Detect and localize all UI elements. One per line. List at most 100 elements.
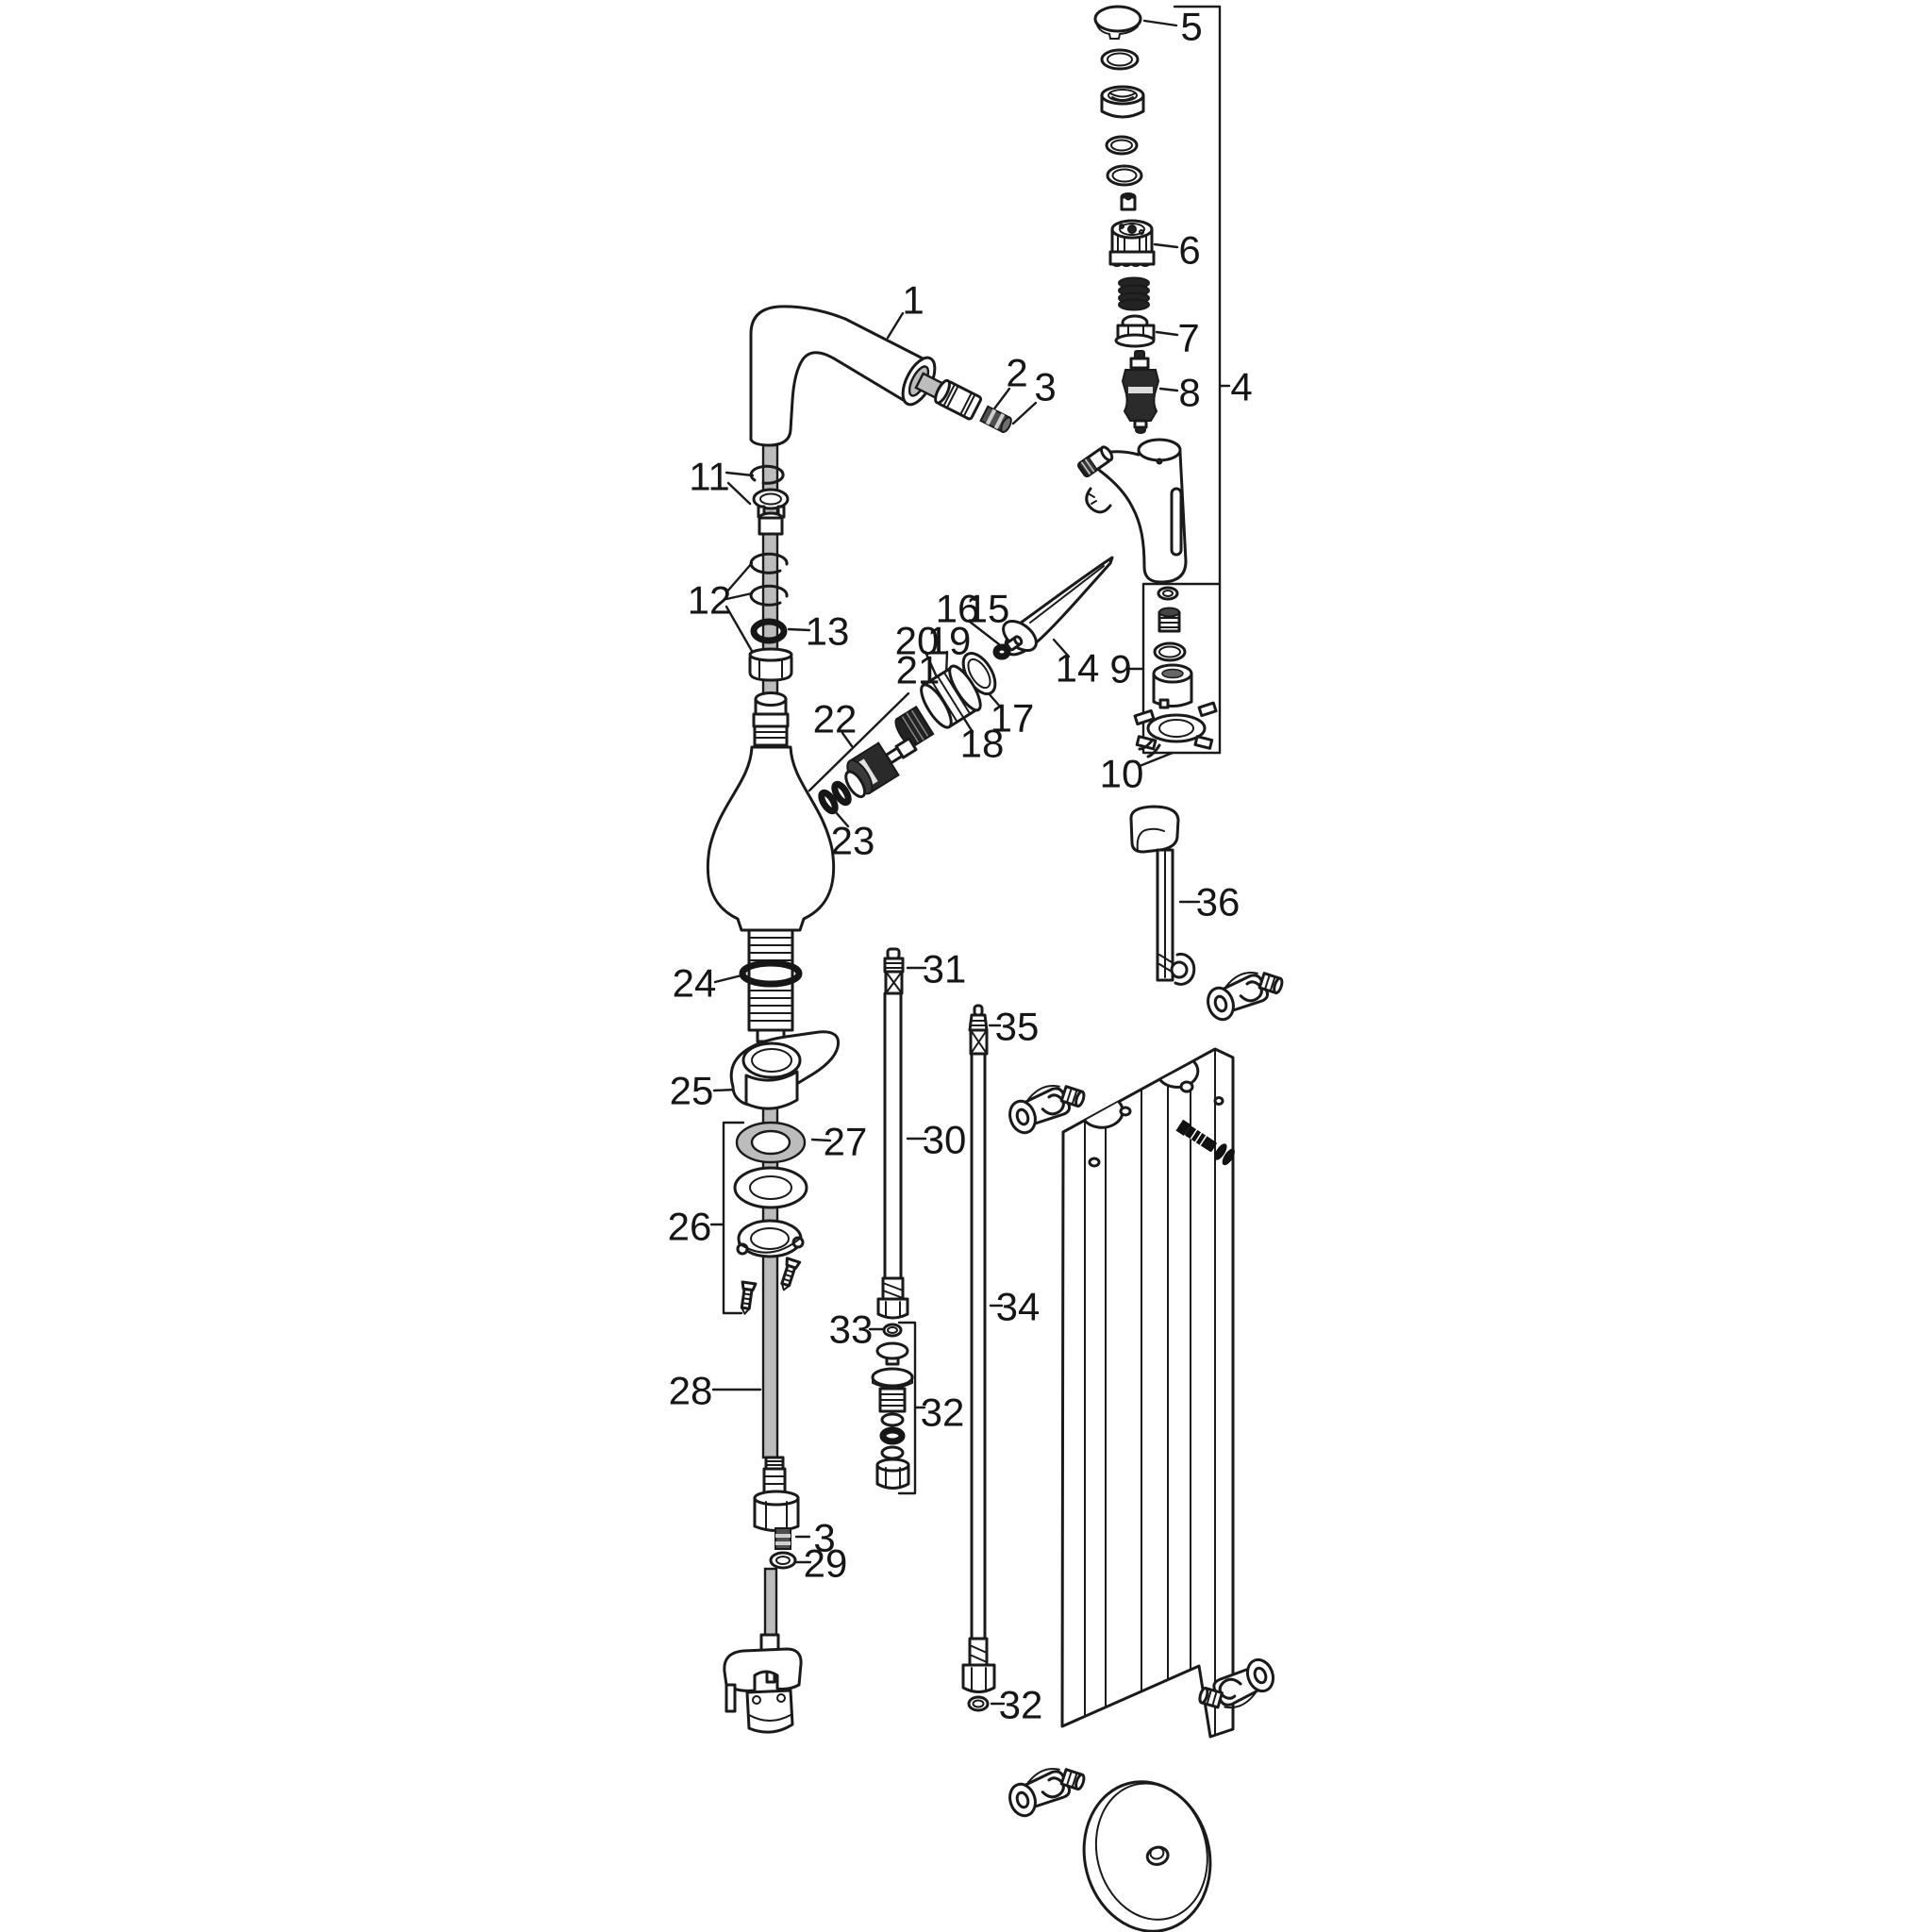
part-spring	[1118, 276, 1150, 311]
label-32-bottom: 32	[999, 1683, 1043, 1727]
label-8: 8	[1178, 371, 1200, 415]
hose-clamp-bottom	[1003, 1763, 1091, 1822]
grub-screw	[1120, 192, 1137, 211]
part-11-clips	[749, 464, 790, 536]
leader-5	[1142, 19, 1178, 27]
leader-12c	[724, 605, 754, 653]
leader-15-16	[968, 620, 1001, 646]
label-35: 35	[995, 1005, 1040, 1049]
plate-notch-1	[1083, 1100, 1124, 1129]
leader-3-top	[1011, 401, 1038, 425]
leader-6	[1153, 242, 1179, 249]
label-19: 19	[927, 619, 972, 663]
leader-27	[810, 1138, 832, 1142]
part-10-lock-ring	[1133, 701, 1218, 758]
label-23: 23	[831, 819, 875, 863]
leader-23	[834, 810, 850, 828]
part-33-oring	[882, 1323, 903, 1338]
part-12-spring-clips	[749, 552, 789, 607]
leader-25	[712, 1088, 737, 1092]
cap-oring-3	[1106, 164, 1143, 187]
label-36: 36	[1196, 880, 1241, 924]
part-9-insert-set	[1152, 586, 1193, 709]
leader-24	[713, 974, 743, 984]
label-26: 26	[668, 1205, 712, 1249]
part-6-aerator-adapter	[1108, 219, 1156, 267]
part-36-wrench	[1129, 805, 1196, 986]
part-18-21-aerator-housing	[920, 664, 982, 729]
part-29-ring	[769, 1551, 797, 1570]
part-35-hose-fitting	[968, 1004, 989, 1056]
label-10: 10	[1100, 752, 1144, 796]
part-2-outlet-nipple	[914, 372, 983, 421]
part-3-top-bushing	[979, 405, 1012, 434]
label-33: 33	[829, 1307, 874, 1352]
label-1: 1	[902, 278, 924, 323]
hose-docking-cup	[723, 1633, 803, 1734]
part-26-washer-set	[733, 1166, 808, 1315]
label-29: 29	[804, 1541, 848, 1586]
part-28-hose-fitting	[753, 1456, 800, 1532]
label-16: 16	[936, 587, 980, 631]
column-nut	[748, 647, 793, 682]
bracket-4	[1173, 5, 1222, 755]
label-13: 13	[806, 609, 850, 654]
label-17: 17	[991, 696, 1035, 741]
label-31: 31	[923, 947, 967, 991]
head-hook-clip	[1085, 487, 1112, 514]
part-7-cap-nut	[1114, 314, 1156, 348]
label-6: 6	[1178, 228, 1200, 273]
part-32-connector-stack	[871, 1341, 914, 1490]
label-5: 5	[1180, 5, 1202, 49]
part-23-orings	[818, 780, 852, 815]
part-13-oring	[750, 618, 788, 644]
part-14-spray-cone	[1002, 556, 1114, 657]
group-brackets	[722, 5, 1222, 1495]
part-8-check-valve	[1121, 350, 1160, 434]
label-11: 11	[689, 455, 730, 499]
part-24-threaded-shank	[739, 928, 803, 1043]
leader-7	[1155, 330, 1179, 337]
threaded-collar	[1100, 85, 1145, 119]
part-5-handle-cap	[1093, 5, 1142, 40]
spray-head-opening	[1137, 438, 1182, 462]
leader-8	[1158, 387, 1179, 392]
leader-11a	[724, 471, 755, 477]
bracket-32	[897, 1321, 917, 1495]
label-32-mid: 32	[921, 1391, 965, 1435]
part-32-bottom-oring	[967, 1695, 990, 1712]
part-34-hose	[961, 1052, 996, 1693]
label-20: 20	[895, 619, 940, 663]
label-2: 2	[1006, 351, 1027, 395]
label-28: 28	[669, 1369, 713, 1413]
spray-head	[1076, 438, 1188, 584]
label-12: 12	[688, 578, 732, 623]
label-9: 9	[1109, 647, 1131, 691]
part-27-friction-washer	[735, 1121, 807, 1164]
label-3-top: 3	[1034, 365, 1056, 409]
label-7: 7	[1177, 316, 1199, 360]
leader-1	[886, 311, 905, 340]
label-4: 4	[1230, 365, 1252, 409]
cap-oring-2	[1105, 135, 1139, 156]
column-connector-stack	[752, 691, 790, 747]
label-18: 18	[960, 722, 1005, 766]
label-14: 14	[1056, 646, 1100, 691]
mounting-screw-right	[780, 1257, 802, 1291]
leader-20	[924, 650, 940, 681]
leader-11b	[726, 481, 752, 506]
label-15: 15	[966, 587, 1010, 631]
leader-13	[787, 627, 811, 632]
bracket-26	[722, 1121, 745, 1315]
leader-2	[991, 387, 1011, 413]
part-15-16-bits	[992, 635, 1024, 660]
leader-10	[1138, 751, 1174, 768]
faucet-body	[706, 745, 836, 932]
label-22: 22	[813, 697, 858, 741]
label-25: 25	[670, 1069, 714, 1113]
cap-oring-1	[1100, 48, 1140, 71]
part-knurled-knob	[894, 705, 935, 748]
part-labels: 1 2 3 4 5 6 7 8 9 10 11 12 13 14 15 16 1…	[668, 5, 1253, 1727]
label-3-bottom: 3	[813, 1516, 835, 1560]
